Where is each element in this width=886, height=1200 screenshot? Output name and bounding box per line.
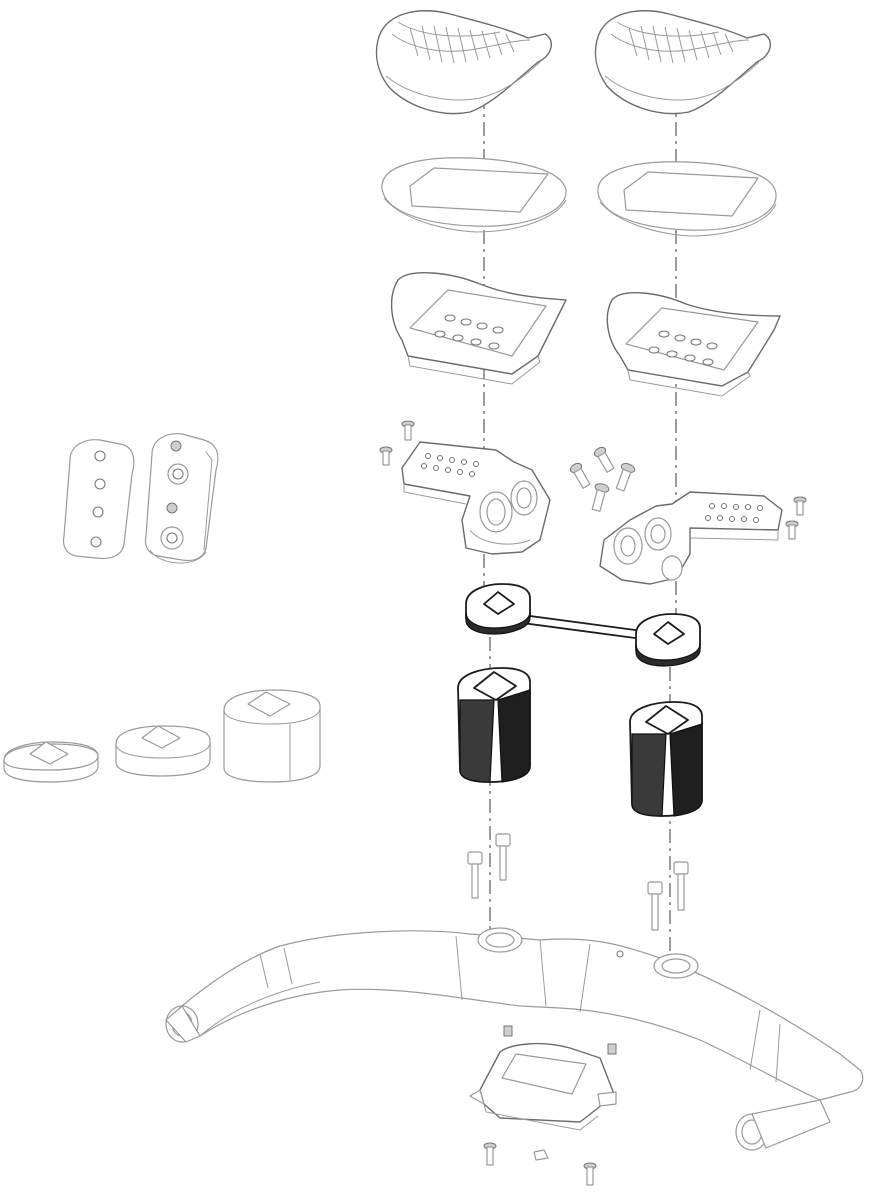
mount-bracket-right (599, 491, 783, 585)
armrest-pad-left (375, 10, 553, 115)
screw (583, 1162, 597, 1186)
screw (569, 462, 591, 489)
screw (483, 1142, 497, 1166)
spacer-thin (3, 741, 99, 783)
stem-mount-block (469, 1025, 617, 1131)
grub-screw (503, 1025, 513, 1037)
stack-bolts (467, 833, 689, 931)
base-bar (165, 927, 864, 1151)
arm-cup-left (390, 272, 567, 385)
pad-plate-right (597, 161, 777, 237)
spacer-tall (223, 689, 321, 783)
screw (401, 420, 415, 441)
spacer-medium (115, 725, 211, 777)
bolt (467, 851, 483, 899)
mount-bracket-left (401, 441, 551, 555)
spacer-bridge (465, 583, 701, 667)
bolt (495, 833, 511, 881)
armrest-pad-right (594, 10, 772, 115)
clamp-plate-flat (62, 439, 135, 560)
screw (379, 446, 393, 466)
clamp-screws (483, 1142, 597, 1186)
spacer-stack-left (457, 667, 531, 783)
bolt (647, 881, 663, 931)
screw (615, 463, 636, 492)
pad-plate-left (381, 157, 567, 233)
spacer-stack-right (629, 701, 703, 817)
screw (793, 496, 807, 516)
screw (591, 483, 610, 512)
bracket-screws (379, 420, 807, 540)
bolt (673, 861, 689, 911)
screw (593, 446, 615, 473)
nut (533, 1149, 549, 1161)
arm-cup-right (606, 292, 781, 397)
grub-screw (607, 1043, 617, 1055)
clamp-plate-block (144, 433, 219, 564)
screw (785, 520, 799, 540)
